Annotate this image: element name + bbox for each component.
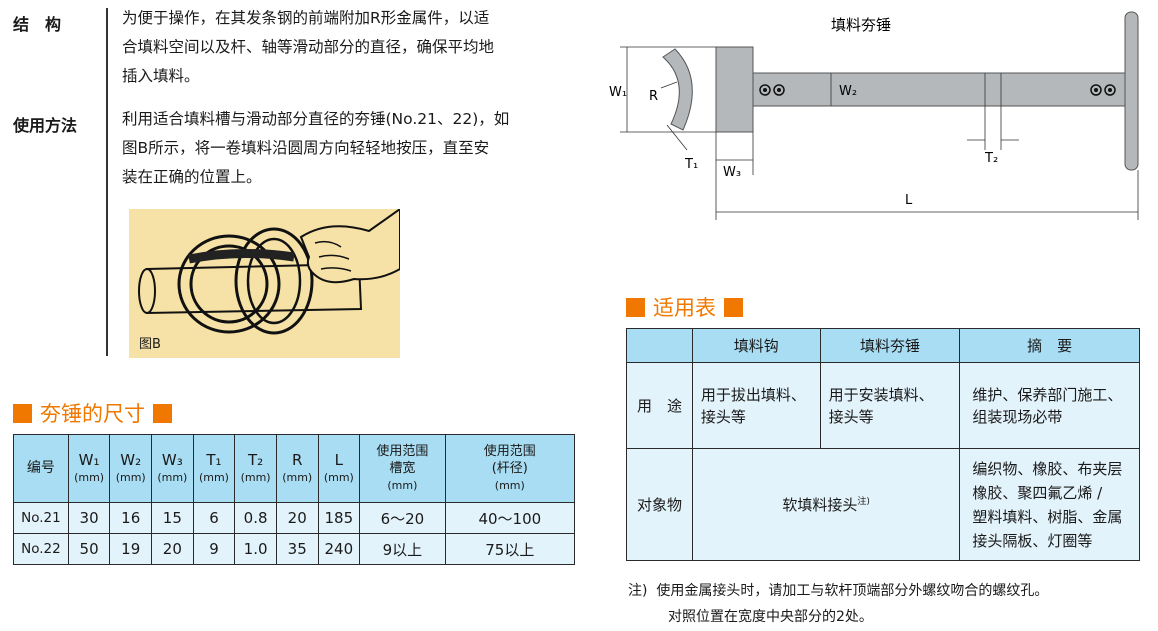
- row-label: 用 途: [626, 362, 693, 449]
- structure-text: 为便于操作，在其发条钢的前端附加R形金属件，以适 合填料空间以及杆、轴等滑动部分…: [122, 4, 592, 91]
- dims-col-header: 使用范围 槽宽(mm): [359, 434, 446, 503]
- table-row: 用 途 用于拔出填料、 接头等 用于安装填料、 接头等 维护、保养部门施工、 组…: [626, 362, 1140, 449]
- orange-square-icon: [13, 403, 32, 423]
- apply-section-title-text: 适用表: [653, 296, 716, 320]
- orange-square-icon: [724, 297, 743, 317]
- structure-line-1: 为便于操作，在其发条钢的前端附加R形金属件，以适: [122, 9, 490, 27]
- w2-label: W₂: [839, 84, 857, 99]
- t1-label: T₁: [684, 157, 698, 172]
- structure-line-2: 合填料空间以及杆、轴等滑动部分的直径，确保平均地: [122, 38, 495, 56]
- dims-table: 编号 W₁(mm) W₂(mm) W₃(mm) T₁(mm) T₂(mm) R(…: [13, 434, 576, 565]
- apply-col-header: 填料钩: [691, 328, 821, 363]
- figure-b-caption: 图B: [139, 337, 161, 352]
- footnote: 注) 使用金属接头时，请加工与软杆顶端部分外螺纹吻合的螺纹孔。 对照位置在宽度中…: [628, 578, 1048, 630]
- dims-col-header: W₃(mm): [151, 434, 194, 503]
- note-line-2: 对照位置在宽度中央部分的2处。: [668, 609, 873, 625]
- dims-table-header: 编号 W₁(mm) W₂(mm) W₃(mm) T₁(mm) T₂(mm) R(…: [13, 434, 576, 503]
- dims-col-header: R(mm): [275, 434, 319, 503]
- apply-col-header: 摘 要: [959, 328, 1140, 363]
- r-label: R: [649, 89, 658, 104]
- dims-col-header: 使用范围 (杆径)(mm): [444, 434, 576, 503]
- row-label: 对象物: [626, 448, 693, 561]
- orange-square-icon: [153, 403, 172, 423]
- orange-square-icon: [626, 297, 645, 317]
- dims-col-header: W₂(mm): [109, 434, 153, 503]
- apply-section-title: 适用表: [626, 292, 743, 322]
- figure-b: 图B: [129, 209, 400, 358]
- structure-line-3: 插入填料。: [122, 67, 200, 85]
- rammer-diagram-svg: 填料夯锤 W₁ W₂ R T₁ W₃: [609, 11, 1139, 220]
- structure-label: 结 构: [13, 15, 62, 34]
- dims-section-title-text: 夯锤的尺寸: [40, 402, 145, 426]
- apply-table: 填料钩 填料夯锤 摘 要 用 途 用于拔出填料、 接头等 用于安装填料、 接头等…: [626, 328, 1140, 561]
- w1-label: W₁: [609, 85, 627, 100]
- figure-b-illustration: [138, 209, 400, 335]
- note-line-1: 使用金属接头时，请加工与软杆顶端部分外螺纹吻合的螺纹孔。: [656, 583, 1049, 599]
- dims-col-header: T₂(mm): [234, 434, 277, 503]
- usage-line-2: 图B所示，将一卷填料沿圆周方向轻轻地按压，直至安: [122, 139, 490, 157]
- note-prefix: 注): [628, 583, 648, 599]
- usage-text: 利用适合填料槽与滑动部分直径的夯锤(No.21、22)，如 图B所示，将一卷填料…: [122, 105, 592, 192]
- apply-col-header: 填料夯锤: [819, 328, 961, 363]
- dims-col-header: L(mm): [317, 434, 361, 503]
- table-row: 对象物 软填料接头注) 编织物、橡胶、布夹层 橡胶、聚四氟乙烯 / 塑料填料、树…: [626, 448, 1140, 561]
- dims-col-header: W₁(mm): [67, 434, 111, 503]
- t2-label: T₂: [984, 151, 998, 166]
- rammer-diagram: 填料夯锤 W₁ W₂ R T₁ W₃: [605, 0, 1158, 230]
- usage-line-1: 利用适合填料槽与滑动部分直径的夯锤(No.21、22)，如: [122, 110, 510, 128]
- w3-label: W₃: [723, 165, 741, 180]
- dims-col-header: T₁(mm): [192, 434, 236, 503]
- table-row: No.21 30 16 15 6 0.8 20 185 6～20 40～100: [13, 502, 576, 534]
- merged-cell: 软填料接头注): [691, 448, 961, 561]
- diagram-title: 填料夯锤: [831, 16, 891, 34]
- dims-section-title: 夯锤的尺寸: [13, 398, 172, 428]
- label-divider: [106, 8, 108, 356]
- dims-col-header: 编号: [13, 434, 69, 503]
- l-label: L: [905, 193, 913, 208]
- usage-line-3: 装在正确的位置上。: [122, 168, 262, 186]
- table-row: No.22 50 19 20 9 1.0 35 240 9以上 75以上: [13, 533, 576, 565]
- usage-label: 使用方法: [13, 116, 78, 135]
- apply-table-header: 填料钩 填料夯锤 摘 要: [626, 328, 1140, 363]
